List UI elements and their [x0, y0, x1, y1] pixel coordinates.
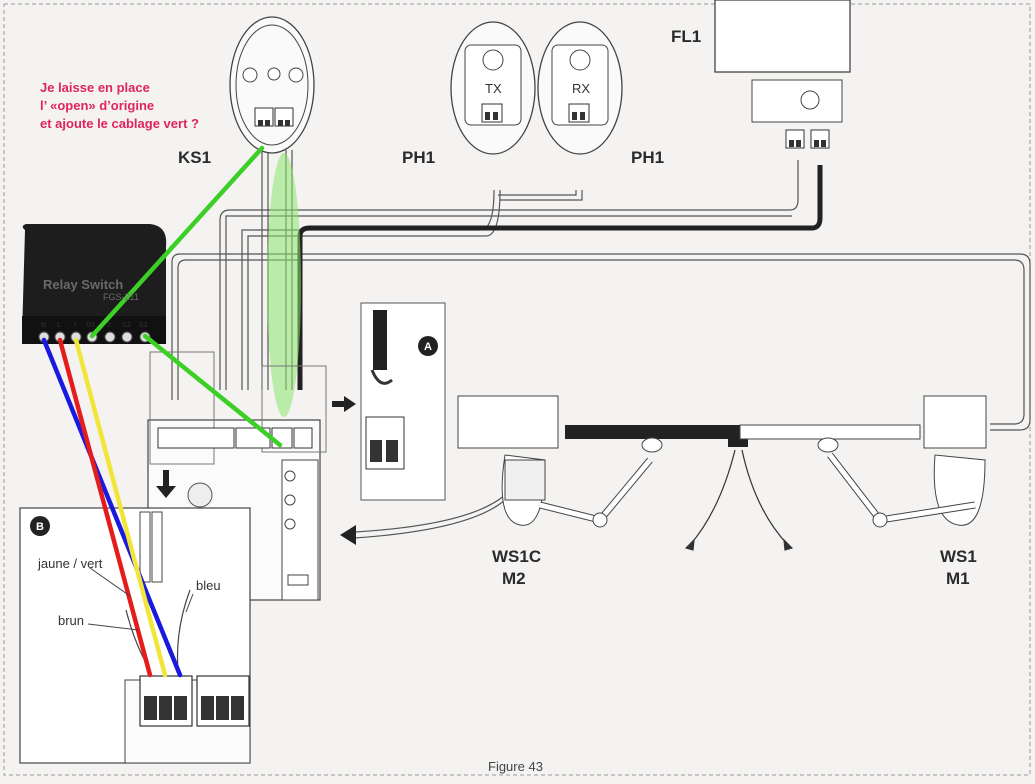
fl1-cable — [297, 165, 823, 390]
photocell-rx — [537, 21, 623, 155]
motor-ws1c — [457, 395, 748, 528]
label-ws1: WS1 — [940, 547, 977, 566]
relay-terminal-i: I — [74, 321, 76, 329]
note-line-2: l’ «open» d’origine — [40, 98, 154, 113]
relay-terminal-2: 2 — [107, 321, 111, 329]
inset-b-badge: B — [36, 521, 44, 533]
colored-wires — [41, 145, 283, 678]
label-ph1-left: PH1 — [402, 148, 435, 167]
page-border — [3, 3, 1031, 776]
photocell-tx — [450, 21, 536, 155]
inset-a — [360, 302, 446, 501]
motor-ws1 — [739, 395, 987, 528]
label-bleu: bleu — [196, 578, 221, 593]
label-fl1: FL1 — [671, 27, 701, 46]
label-m1: M1 — [946, 569, 970, 588]
label-brun: brun — [58, 613, 84, 628]
highlight-ellipse — [267, 153, 301, 417]
wire-green-s1 — [142, 333, 283, 448]
relay-terminal-o1: O1 — [86, 321, 96, 329]
relay-switch-module — [22, 224, 167, 344]
main-cable — [171, 253, 1031, 431]
wire-blue — [41, 337, 183, 678]
relay-name: Relay Switch — [43, 277, 123, 292]
wire-red — [57, 337, 153, 678]
ks1-cables — [219, 150, 799, 390]
ks1-keyswitch — [229, 16, 315, 154]
wire-yellow — [73, 337, 168, 678]
relay-model: FGS-211 — [103, 292, 139, 302]
note-line-1: Je laisse en place — [40, 80, 150, 95]
label-ks1: KS1 — [178, 148, 211, 167]
right-arrow — [332, 396, 356, 412]
relay-terminal-labels: N L I O1 2 S2 S1 — [41, 321, 148, 329]
label-ws1c: WS1C — [492, 547, 541, 566]
inset-b — [19, 507, 251, 764]
label-ph1-right: PH1 — [631, 148, 664, 167]
relay-terminal-s1: S1 — [139, 321, 148, 329]
wire-green-o1 — [89, 145, 265, 339]
inset-a-badge: A — [424, 341, 432, 353]
relay-terminal-l: L — [57, 321, 61, 329]
label-tx: TX — [485, 81, 502, 96]
left-arrow — [340, 494, 506, 545]
label-rx: RX — [572, 81, 590, 96]
label-m2: M2 — [502, 569, 526, 588]
relay-terminal-s2: S2 — [122, 321, 131, 329]
note-line-3: et ajoute le cablage vert ? — [40, 116, 199, 131]
inset-b-leaders — [87, 567, 194, 631]
relay-terminal-n: N — [41, 321, 46, 329]
down-arrow — [156, 470, 176, 498]
figure-caption: Figure 43 — [488, 759, 543, 774]
label-jaune-vert: jaune / vert — [37, 556, 103, 571]
gate-opening-arrows — [684, 449, 794, 551]
fl1-flashing-light — [714, 0, 851, 149]
